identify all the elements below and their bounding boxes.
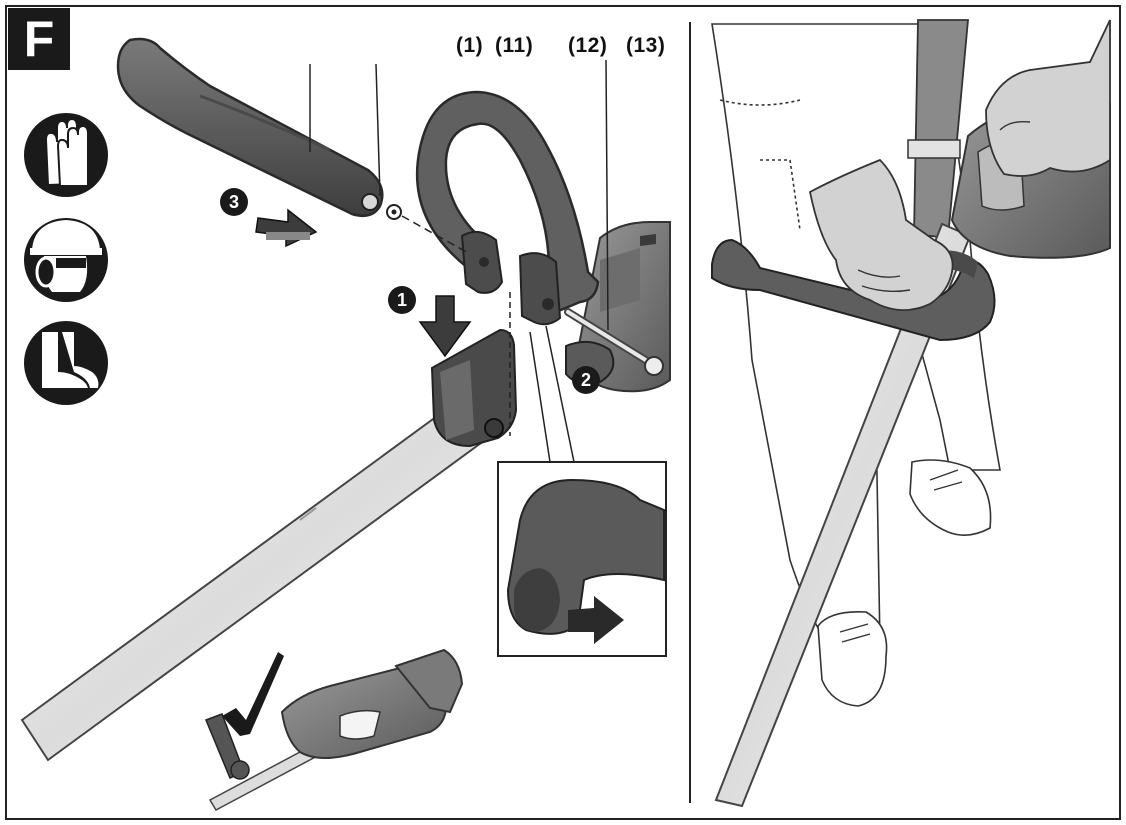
gloves-icon bbox=[24, 113, 108, 197]
trimmer-thumbnail bbox=[205, 648, 464, 811]
arrow-step-1 bbox=[418, 295, 472, 358]
detail-inset bbox=[497, 325, 667, 657]
checkmark-icon bbox=[222, 652, 284, 736]
safety-boots-icon bbox=[24, 321, 108, 405]
carrying-strap bbox=[907, 19, 969, 240]
callout-1: (1) bbox=[456, 34, 484, 57]
glove-right-hand bbox=[985, 19, 1111, 177]
callout-12: (12) bbox=[568, 34, 608, 57]
shaft-clamp bbox=[430, 292, 518, 448]
washer bbox=[386, 204, 471, 255]
panel-frame bbox=[5, 5, 1121, 820]
callout-leader-lines bbox=[309, 59, 609, 331]
step-1-badge: 1 bbox=[388, 286, 416, 314]
step-2-badge: 2 bbox=[572, 366, 600, 394]
callout-13: (13) bbox=[626, 34, 666, 57]
screw bbox=[564, 308, 664, 376]
step-3-badge: 3 bbox=[220, 188, 248, 216]
arrow-step-3 bbox=[255, 208, 318, 248]
glove-left-hand bbox=[808, 158, 954, 312]
auxiliary-grip bbox=[116, 37, 384, 217]
helmet-visor-ear-protection-icon bbox=[24, 218, 108, 302]
callout-11: (11) bbox=[495, 34, 534, 57]
figure-label: F bbox=[8, 8, 70, 70]
bow-handle bbox=[415, 90, 600, 326]
